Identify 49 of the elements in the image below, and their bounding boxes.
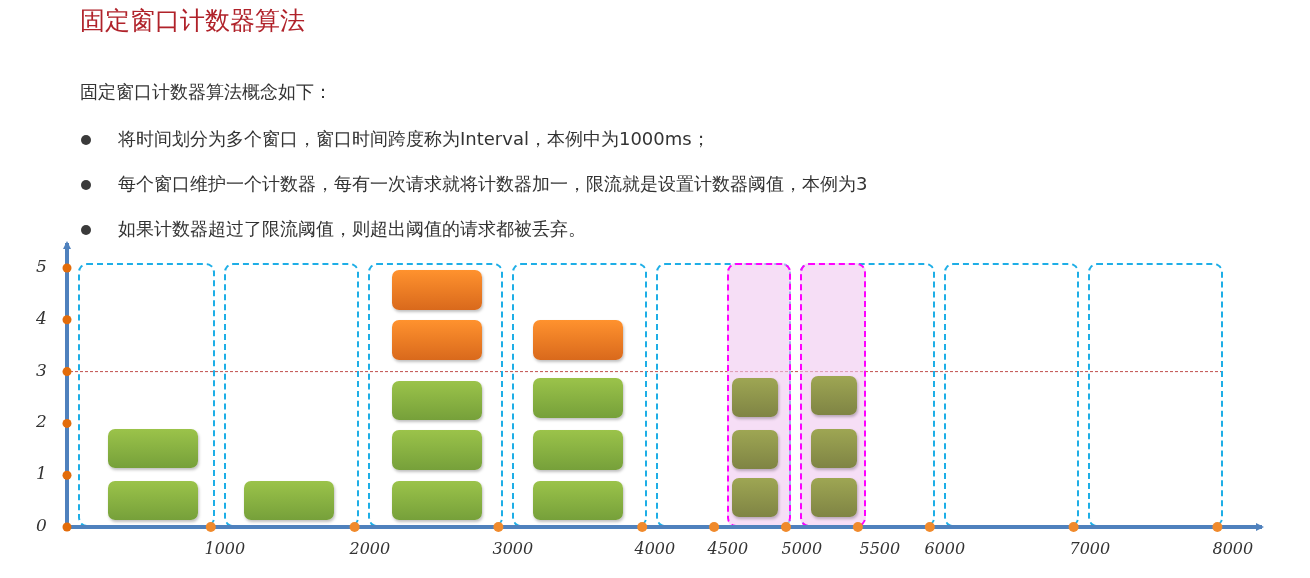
y-tick-label: 4 (36, 307, 47, 328)
request-block (811, 376, 857, 415)
x-tick-label: 2000 (349, 539, 391, 558)
x-tick-label: 4500 (707, 539, 749, 558)
y-tick-label: 3 (36, 359, 47, 380)
time-window-box (800, 263, 935, 527)
x-tick-label: 6000 (924, 539, 966, 558)
accepted-request-block (532, 429, 623, 470)
x-tick-label: 5000 (781, 539, 823, 558)
request-block (811, 429, 857, 468)
y-tick-label: 1 (36, 463, 47, 484)
time-window-box (224, 263, 359, 527)
x-tick-label: 4000 (634, 539, 676, 558)
x-tick-label: 8000 (1212, 539, 1254, 558)
rejected-request-block (391, 319, 482, 360)
y-tick-label: 0 (36, 515, 47, 535)
bullet-text: 每个窗口维护一个计数器，每有一次请求就将计数器加一，限流就是设置计数器阈值，本例为3 (118, 172, 868, 196)
bullet-text: 将时间划分为多个窗口，窗口时间跨度称为Interval，本例中为1000ms； (118, 127, 710, 151)
accepted-request-block (107, 428, 198, 468)
x-tick-label: 7000 (1069, 539, 1111, 558)
time-window-box (1088, 263, 1223, 527)
x-tick-label: 1000 (204, 539, 246, 558)
accepted-request-block (107, 480, 198, 520)
request-block (732, 430, 778, 469)
time-window-box (656, 263, 791, 527)
request-block (732, 478, 778, 517)
accepted-request-block (391, 480, 482, 520)
time-window-box (78, 263, 215, 527)
accepted-request-block (391, 429, 482, 470)
x-tick-label: 5500 (859, 539, 901, 558)
request-block (811, 478, 857, 517)
time-window-box (944, 263, 1079, 527)
sliding-window-box (799, 262, 866, 527)
accepted-request-block (243, 480, 334, 520)
title: 固定窗口计数器算法 (80, 5, 305, 37)
y-tick-label: 5 (36, 256, 47, 276)
x-tick-label: 3000 (492, 539, 534, 558)
accepted-request-block (532, 480, 623, 520)
intro-text: 固定窗口计数器算法概念如下： (80, 80, 332, 104)
rejected-request-block (532, 319, 623, 360)
sliding-window-box (726, 262, 791, 527)
rejected-request-block (391, 269, 482, 310)
y-tick-label: 2 (36, 411, 47, 432)
time-window-box (368, 263, 503, 527)
accepted-request-block (391, 380, 482, 420)
time-window-box (512, 263, 647, 527)
accepted-request-block (532, 377, 623, 418)
request-block (732, 378, 778, 417)
bullet-text: 如果计数器超过了限流阈值，则超出阈值的请求都被丢弃。 (118, 217, 586, 241)
